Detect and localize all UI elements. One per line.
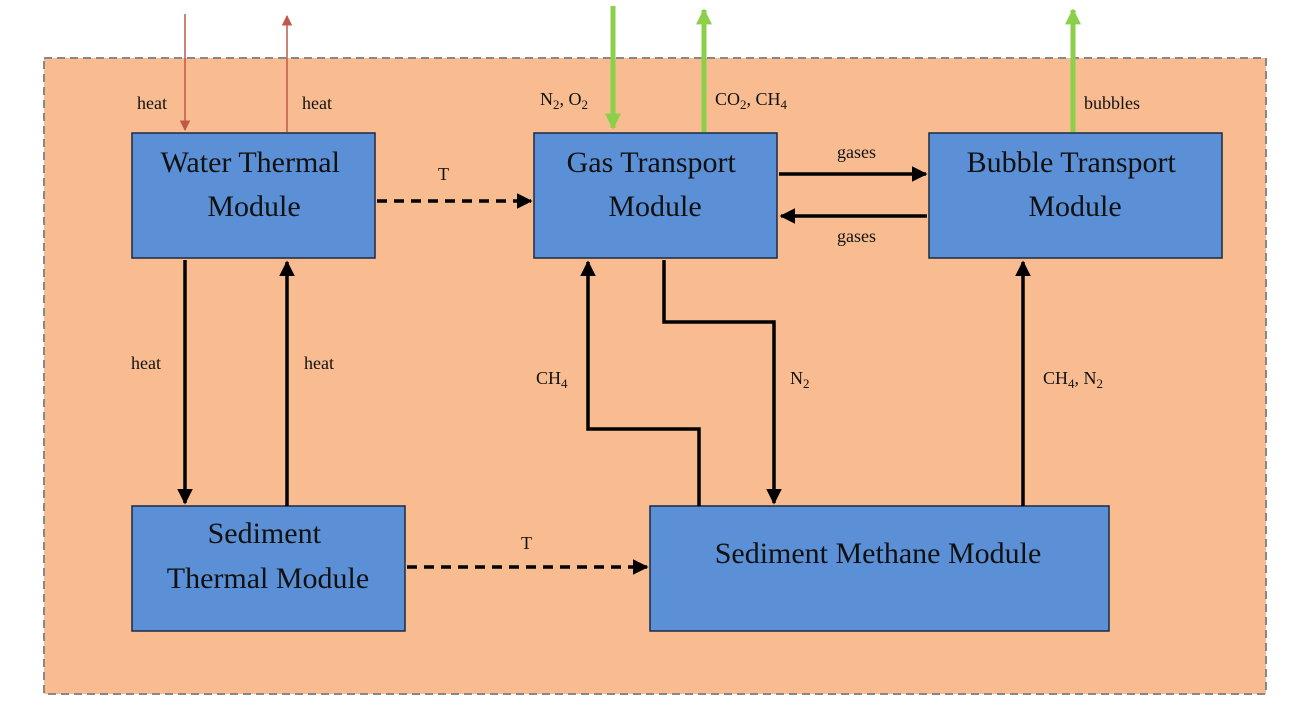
methane-to-bubble-label: CH4, N2 — [1043, 368, 1103, 391]
gas-in-label-sub1: 2 — [553, 97, 560, 112]
sediment-thermal-to-methane-label: T — [521, 533, 532, 553]
gas-to-methane-label-sub: 2 — [803, 376, 810, 391]
gas-transport-module-box — [533, 132, 778, 259]
gas-transport-module-line1: Gas Transport — [567, 146, 737, 179]
methane-to-bubble-label-sub2: 2 — [1097, 376, 1104, 391]
bubble-transport-module-label: Bubble Transport Module — [967, 146, 1184, 223]
bubble-transport-module-box — [928, 132, 1223, 259]
gas-to-methane-arrow — [662, 260, 782, 505]
methane-to-bubble-label-mid: , N — [1075, 368, 1097, 388]
bubbles-out-label: bubbles — [1084, 93, 1140, 113]
gas-out-label-sub2: 4 — [781, 97, 788, 112]
bubble-transport-module-line2: Module — [1028, 190, 1121, 223]
bubble-to-gas-label: gases — [837, 226, 876, 246]
methane-to-gas-label-sub: 4 — [561, 376, 568, 391]
gas-in-label: N2, O2 — [540, 89, 588, 112]
gas-transport-module-line2: Module — [608, 190, 701, 223]
sediment-thermal-module-box — [131, 505, 406, 632]
methane-to-gas-label: CH4 — [536, 368, 568, 391]
water-thermal-module-line1: Water Thermal — [161, 146, 340, 179]
sediment-methane-module-label: Sediment Methane Module — [715, 537, 1042, 570]
gas-in-label-sub2: 2 — [582, 97, 589, 112]
gas-out-label-mid: , CH — [747, 89, 781, 109]
gas-out-label-text: CO — [715, 89, 740, 109]
sediment-thermal-module-line1: Sediment — [208, 517, 322, 550]
gas-in-label-text: N — [540, 89, 553, 109]
methane-to-gas-arrow — [580, 260, 701, 506]
heat-in-label: heat — [137, 93, 167, 113]
heat-out-label: heat — [302, 93, 332, 113]
bubble-transport-module-line1: Bubble Transport — [967, 146, 1177, 179]
sediment-methane-module-line1: Sediment Methane Module — [715, 537, 1042, 570]
water-thermal-module-box — [131, 132, 376, 259]
gas-to-bubble-label: gases — [837, 142, 876, 162]
methane-to-gas-label-text: CH — [536, 368, 561, 388]
water-thermal-module-line2: Module — [207, 190, 300, 223]
gas-to-methane-label: N2 — [790, 368, 810, 391]
water-thermal-module-label: Water Thermal Module — [161, 146, 348, 223]
gas-out-label-sub1: 2 — [740, 97, 747, 112]
gas-out-label: CO2, CH4 — [715, 89, 788, 112]
water-to-sediment-heat-label: heat — [131, 353, 161, 373]
gas-transport-module-label: Gas Transport Module — [567, 146, 744, 223]
gas-to-methane-label-text: N — [790, 368, 803, 388]
gas-in-label-mid: , O — [560, 89, 582, 109]
sediment-thermal-module-label: Sediment Thermal Module — [167, 517, 369, 595]
methane-to-bubble-label-sub1: 4 — [1068, 376, 1075, 391]
water-to-gas-label: T — [438, 164, 449, 184]
sediment-thermal-module-line2: Thermal Module — [167, 562, 369, 595]
sediment-to-water-heat-label: heat — [304, 353, 334, 373]
methane-to-bubble-label-text: CH — [1043, 368, 1068, 388]
sediment-methane-module-box — [649, 505, 1110, 632]
